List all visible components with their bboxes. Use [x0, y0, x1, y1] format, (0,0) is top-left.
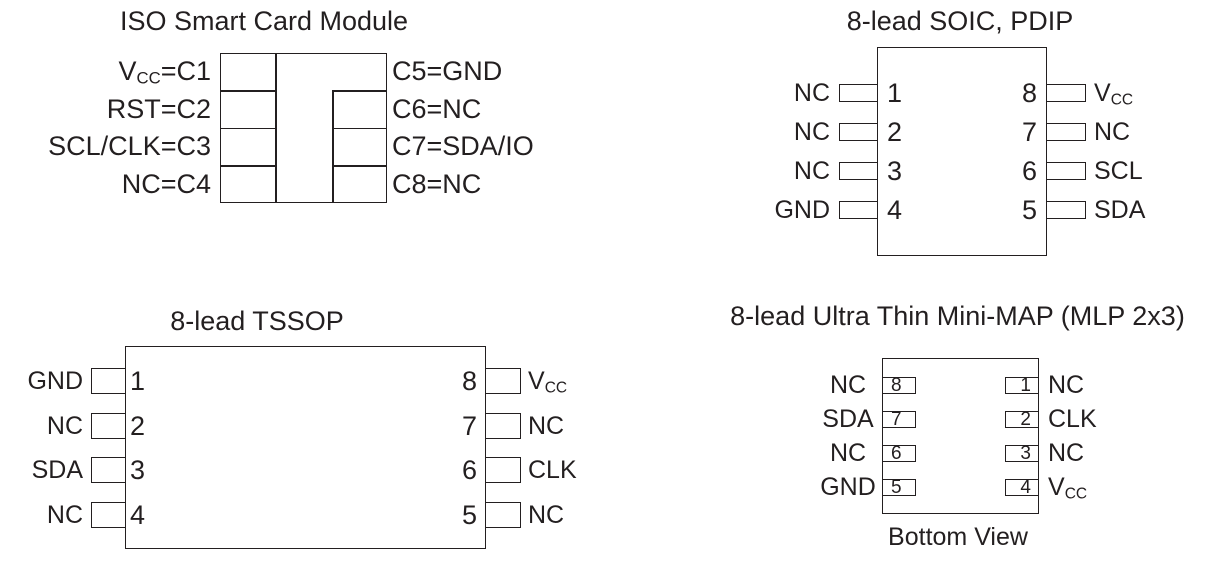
soic-pin-number-2: 2: [887, 117, 903, 147]
iso-module-right-row-divider: [332, 127, 387, 129]
mlp-pad-label-4: VCC: [1048, 473, 1088, 503]
iso-contact-label-c5: C5=GND: [392, 56, 503, 86]
soic-pin-stub-7: [1046, 123, 1086, 141]
mlp-pad-8: 8: [882, 374, 916, 396]
tssop-pin-stub-5: [485, 502, 521, 528]
tssop-pin-number-7: 7: [461, 411, 477, 441]
mlp-pad-number-4: 4: [1020, 476, 1031, 498]
tssop-pin-label-1: GND: [27, 367, 83, 395]
iso-module-title: ISO Smart Card Module: [119, 6, 409, 36]
mlp-pad-3: 3: [1005, 442, 1039, 464]
soic-pdip-title: 8-lead SOIC, PDIP: [846, 6, 1074, 36]
tssop-pin-stub-3: [91, 457, 126, 483]
iso-contact-label-c8: C8=NC: [392, 169, 482, 199]
mlp-pad-5: 5: [882, 476, 916, 498]
mlp-pad-label-5: GND: [820, 473, 876, 501]
tssop-pin-stub-6: [485, 457, 521, 483]
iso-module-right-row-divider: [332, 165, 387, 167]
tssop-pin-number-8: 8: [461, 366, 477, 396]
iso-module-left-row-divider: [220, 165, 276, 167]
soic-pin-stub-2: [839, 123, 878, 141]
soic-pin-stub-8: [1046, 84, 1086, 102]
soic-pin-number-6: 6: [1021, 156, 1037, 186]
soic-pin-number-3: 3: [887, 156, 903, 186]
tssop-pin-number-5: 5: [461, 500, 477, 530]
mlp-pad-label-7: SDA: [822, 405, 874, 433]
iso-module-left-row-divider: [220, 90, 276, 92]
soic-pin-number-5: 5: [1021, 195, 1037, 225]
mlp-pad-number-6: 6: [891, 442, 902, 464]
mlp-pad-number-2: 2: [1020, 408, 1031, 430]
iso-contact-label-c4: NC=C4: [121, 169, 211, 199]
iso-contact-label-c1: VCC=C1: [118, 56, 211, 88]
tssop-pin-number-1: 1: [130, 366, 146, 396]
tssop-pin-number-2: 2: [130, 411, 146, 441]
tssop-package-body: [125, 346, 486, 549]
tssop-pin-stub-4: [91, 502, 126, 528]
tssop-pin-label-2: NC: [46, 412, 83, 440]
tssop-pin-label-7: NC: [528, 412, 565, 440]
soic-pin-number-4: 4: [887, 195, 903, 225]
iso-contact-label-c7: C7=SDA/IO: [392, 131, 534, 161]
tssop-pin-stub-1: [91, 368, 126, 394]
soic-pin-label-1: NC: [793, 79, 830, 107]
soic-pin-label-2: NC: [793, 118, 830, 146]
mlp-pad-6: 6: [882, 442, 916, 464]
iso-contact-label-c6: C6=NC: [392, 94, 482, 124]
tssop-pin-label-5: NC: [528, 501, 565, 529]
mlp-pad-number-5: 5: [891, 476, 902, 498]
mlp-pad-label-1: NC: [1048, 371, 1085, 399]
soic-pin-stub-4: [839, 201, 878, 219]
soic-pin-label-3: NC: [793, 157, 830, 185]
soic-pin-stub-3: [839, 162, 878, 180]
mlp-pad-7: 7: [882, 408, 916, 430]
soic-pin-number-8: 8: [1021, 78, 1037, 108]
mlp-pad-number-8: 8: [891, 374, 902, 396]
tssop-pin-number-6: 6: [461, 455, 477, 485]
mlp-pad-1: 1: [1005, 374, 1039, 396]
soic-pin-label-4: GND: [774, 196, 830, 224]
tssop-pin-stub-7: [485, 413, 521, 439]
mlp-pad-label-6: NC: [829, 439, 867, 467]
tssop-pin-stub-2: [91, 413, 126, 439]
mlp-pad-2: 2: [1005, 408, 1039, 430]
soic-pin-stub-1: [839, 84, 878, 102]
soic-pin-stub-5: [1046, 201, 1086, 219]
soic-pin-number-7: 7: [1021, 117, 1037, 147]
mlp-bottom-view-caption: Bottom View: [888, 523, 1028, 551]
mlp-pad-label-8: NC: [829, 371, 867, 399]
soic-pin-number-1: 1: [887, 78, 903, 108]
tssop-pin-label-8: VCC: [528, 367, 568, 397]
tssop-pin-label-3: SDA: [31, 456, 83, 484]
mlp-pad-4: 4: [1005, 476, 1039, 498]
mlp-title: 8-lead Ultra Thin Mini-MAP (MLP 2x3): [730, 301, 1185, 331]
iso-module-right-column-divider: [332, 90, 334, 203]
tssop-pin-number-4: 4: [130, 500, 146, 530]
soic-pin-label-8: VCC: [1094, 79, 1134, 109]
soic-pin-label-6: SCL: [1094, 157, 1143, 185]
tssop-pin-label-6: CLK: [528, 456, 577, 484]
iso-module-right-row-divider: [332, 90, 387, 92]
mlp-pad-label-3: NC: [1048, 439, 1085, 467]
soic-pin-label-7: NC: [1094, 118, 1131, 146]
tssop-title: 8-lead TSSOP: [170, 306, 344, 336]
tssop-pin-stub-8: [485, 368, 521, 394]
mlp-pad-label-2: CLK: [1048, 405, 1097, 433]
iso-contact-label-c3: SCL/CLK=C3: [48, 131, 211, 161]
mlp-pad-number-1: 1: [1020, 374, 1031, 396]
mlp-pad-number-3: 3: [1020, 442, 1031, 464]
tssop-pin-label-4: NC: [46, 501, 83, 529]
tssop-pin-number-3: 3: [130, 455, 146, 485]
soic-package-body: [877, 47, 1047, 256]
iso-contact-label-c2: RST=C2: [106, 94, 211, 124]
iso-module-left-row-divider: [220, 127, 276, 129]
mlp-pad-number-7: 7: [891, 408, 902, 430]
soic-pin-label-5: SDA: [1094, 196, 1146, 224]
soic-pin-stub-6: [1046, 162, 1086, 180]
